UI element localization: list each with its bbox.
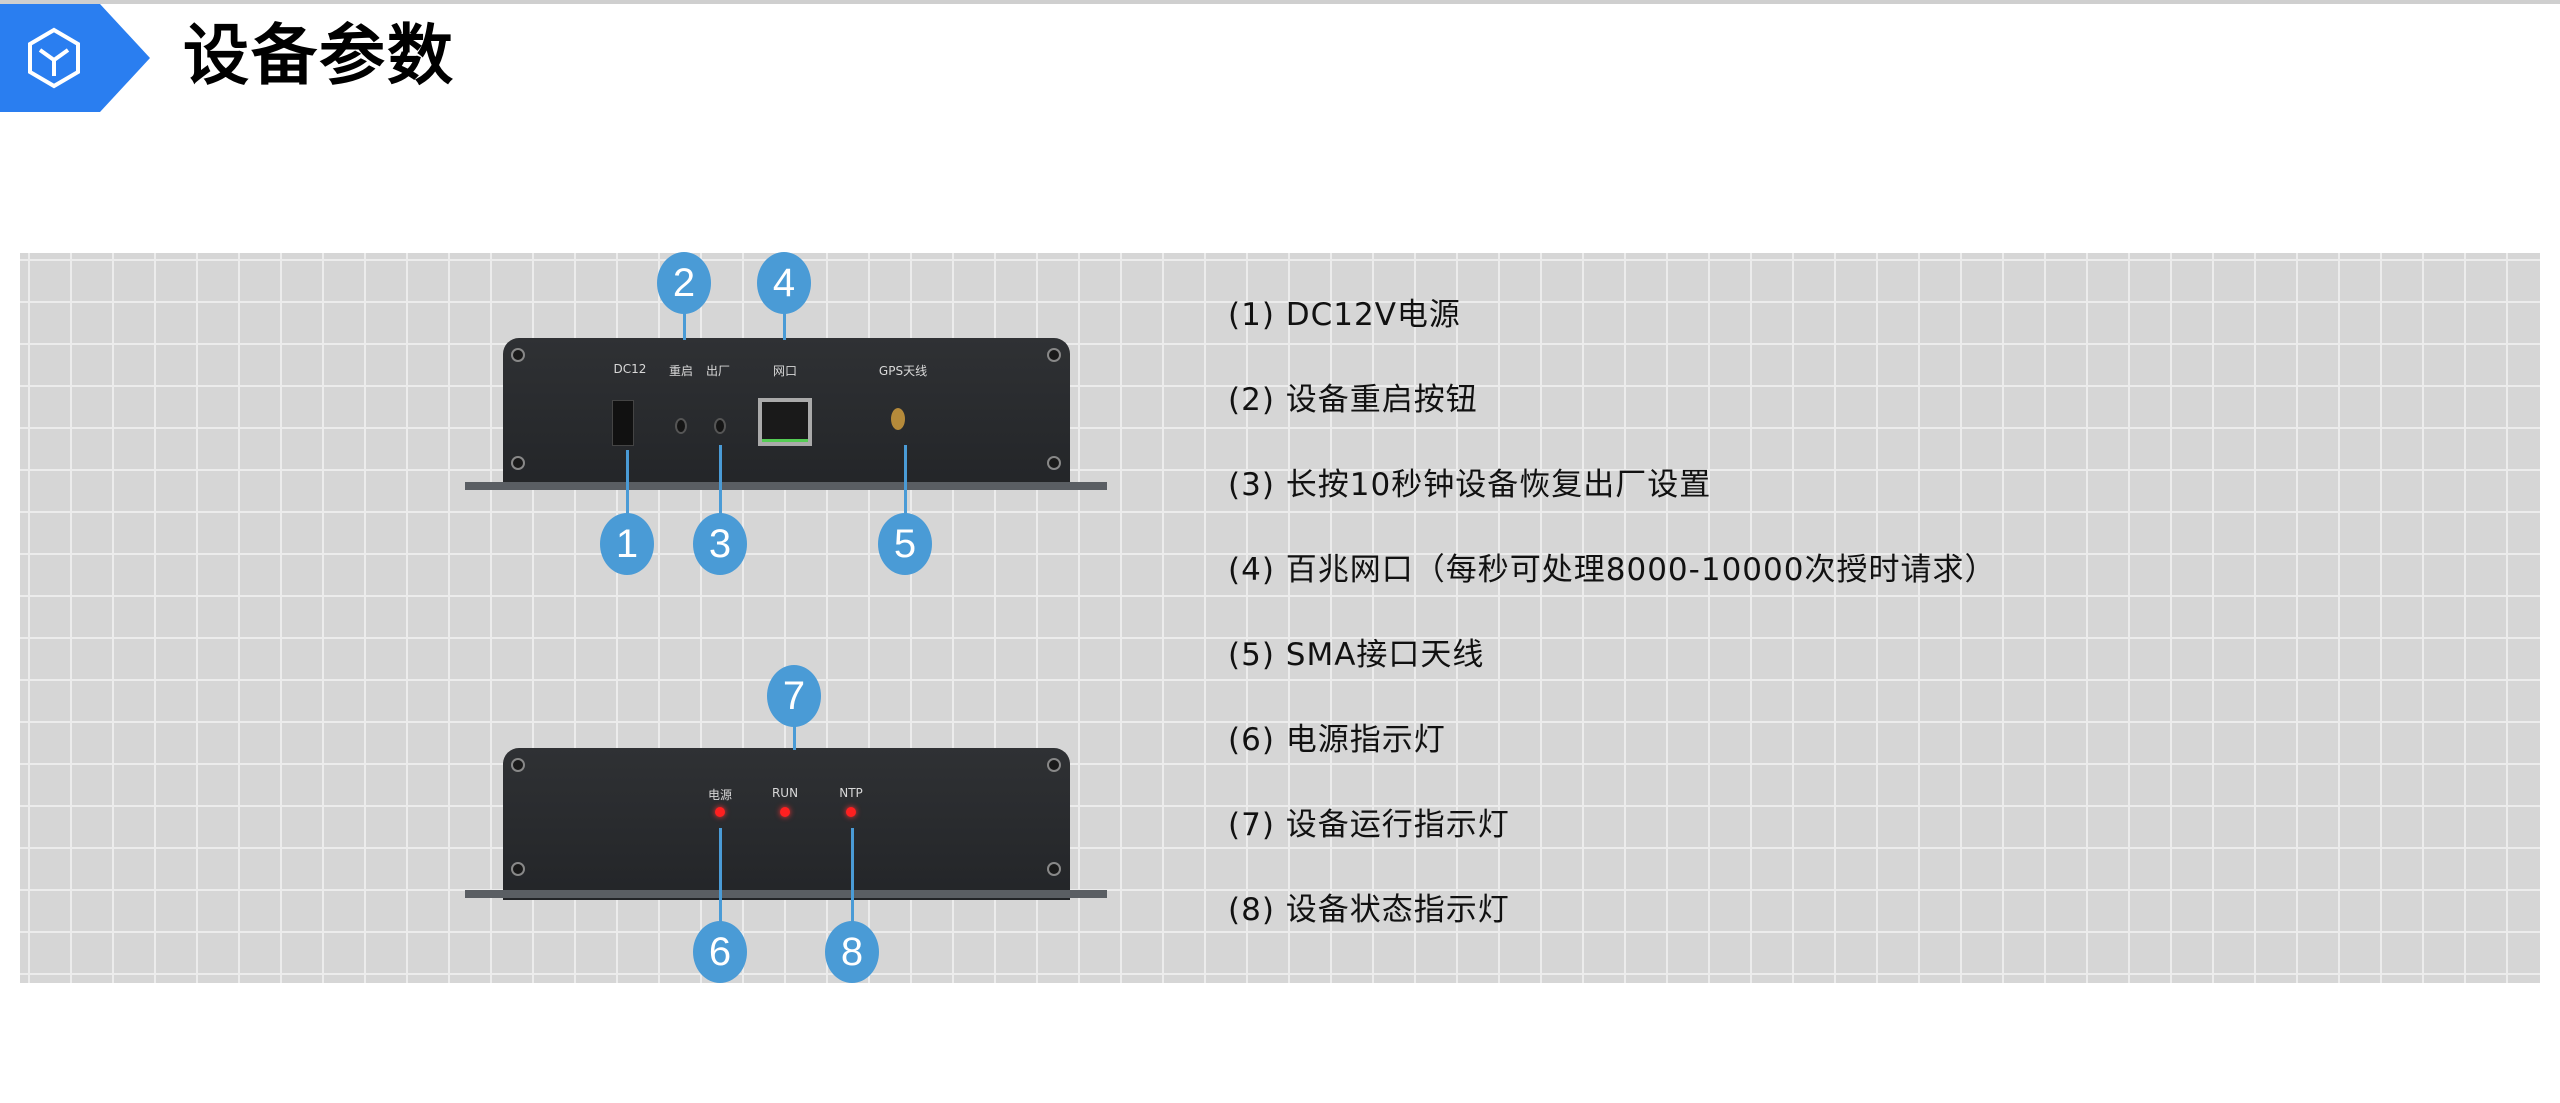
rj45-port-icon [758, 398, 812, 446]
callout-line [851, 828, 854, 924]
screw-icon [511, 758, 525, 772]
led-label: RUN [771, 786, 799, 800]
callout-4: 4 [757, 252, 811, 314]
ntp-led-icon [846, 807, 856, 817]
callout-6: 6 [693, 921, 747, 983]
callout-line [783, 310, 786, 340]
screw-icon [1047, 862, 1061, 876]
sma-antenna-icon [891, 408, 905, 430]
callout-3: 3 [693, 513, 747, 575]
led-label: NTP [839, 786, 863, 800]
reset-button-icon [675, 418, 687, 434]
screw-icon [511, 862, 525, 876]
port-label: 网口 [772, 364, 798, 378]
screw-icon [1047, 456, 1061, 470]
legend-item: (5) SMA接口天线 [1228, 637, 1485, 673]
device-back-body [503, 748, 1070, 900]
power-led-icon [715, 807, 725, 817]
legend-item: (3) 长按10秒钟设备恢复出厂设置 [1228, 467, 1712, 503]
port-label: DC12 [613, 362, 647, 376]
device-back-flange [465, 890, 1107, 898]
callout-line [793, 724, 796, 750]
port-label: 重启 [668, 364, 694, 378]
cube-icon [28, 27, 80, 89]
header-banner [0, 4, 150, 112]
led-label: 电源 [707, 788, 733, 802]
factory-button-icon [714, 418, 726, 434]
callout-line [719, 445, 722, 517]
page-title: 设备参数 [183, 17, 455, 94]
diagram-panel [20, 253, 2540, 983]
callout-5: 5 [878, 513, 932, 575]
legend-item: (6) 电源指示灯 [1228, 722, 1446, 758]
screw-icon [1047, 348, 1061, 362]
port-label: GPS天线 [878, 364, 928, 378]
callout-line [626, 450, 629, 516]
legend-item: (4) 百兆网口（每秒可处理8000-10000次授时请求） [1228, 552, 1997, 588]
callout-7: 7 [767, 665, 821, 727]
legend-item: (8) 设备状态指示灯 [1228, 892, 1510, 928]
callout-1: 1 [600, 513, 654, 575]
port-label: 出厂 [705, 364, 731, 378]
callout-line [904, 445, 907, 517]
callout-line [719, 828, 722, 924]
callout-2: 2 [657, 252, 711, 314]
dc-jack-icon [612, 400, 634, 446]
legend-item: (7) 设备运行指示灯 [1228, 807, 1510, 843]
screw-icon [511, 456, 525, 470]
device-front-flange [465, 482, 1107, 490]
callout-line [683, 310, 686, 340]
legend-item: (2) 设备重启按钮 [1228, 382, 1478, 418]
legend-item: (1) DC12V电源 [1228, 297, 1461, 333]
screw-icon [1047, 758, 1061, 772]
run-led-icon [780, 807, 790, 817]
callout-8: 8 [825, 921, 879, 983]
top-divider [0, 0, 2560, 4]
screw-icon [511, 348, 525, 362]
